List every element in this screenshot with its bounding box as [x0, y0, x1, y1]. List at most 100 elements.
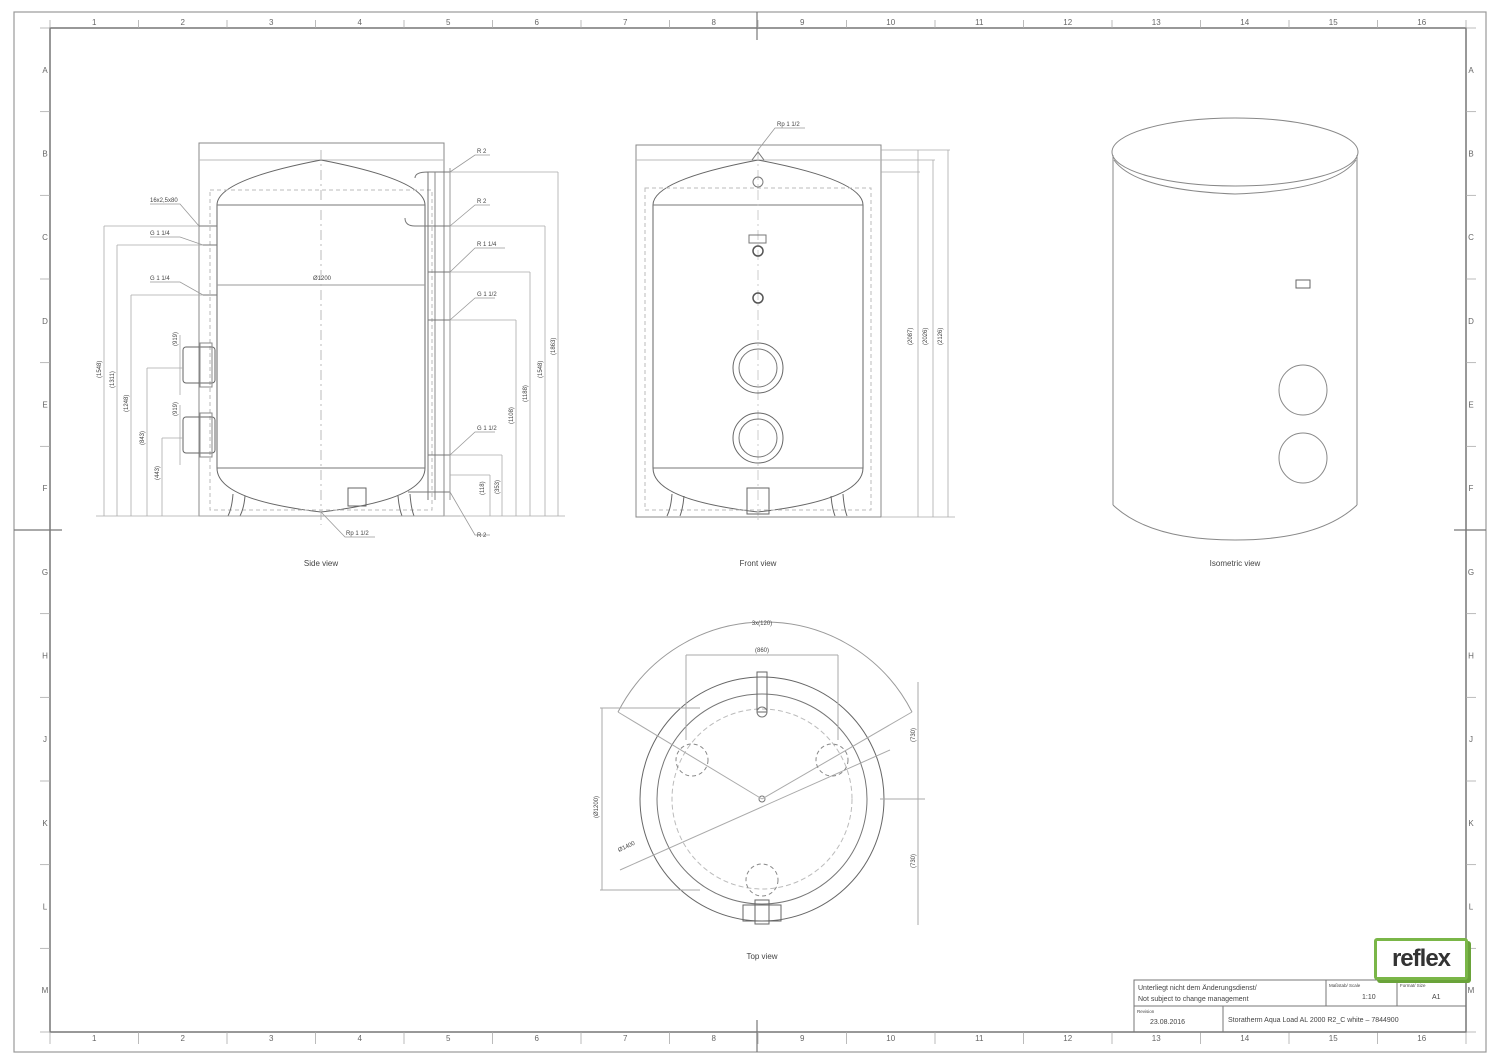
label-g112-upper: G 1 1/2 — [477, 292, 497, 298]
dim-right-1: (1863) — [551, 338, 557, 355]
grid-row-label: H — [42, 652, 48, 661]
grid-column-label: 12 — [1063, 18, 1072, 27]
outer-border — [13, 11, 1487, 1053]
grid-column-label: 3 — [269, 1034, 274, 1043]
grid-row-label: M — [42, 986, 49, 995]
grid-row-label: K — [1468, 819, 1474, 828]
side-view-caption: Side view — [304, 559, 338, 568]
label-g112-lower: G 1 1/2 — [477, 426, 497, 432]
grid-row-label: A — [1468, 66, 1474, 75]
isometric-view — [1111, 117, 1359, 541]
dim-right-3: (1188) — [523, 385, 529, 402]
grid-column-label: 16 — [1417, 1034, 1426, 1043]
dim-right-6: (353) — [495, 480, 501, 494]
front-view-caption: Front view — [740, 559, 777, 568]
grid-column-label: 7 — [623, 18, 628, 27]
label-flange: 16x2,5x80 — [150, 198, 178, 204]
grid-column-label: 12 — [1063, 1034, 1072, 1043]
grid-row-label: G — [42, 568, 48, 577]
grid-row-label: E — [42, 401, 47, 410]
grid-column-label: 4 — [358, 1034, 363, 1043]
front-view — [635, 127, 955, 520]
grid-column-label: 13 — [1152, 18, 1161, 27]
label-g114-a: G 1 1/4 — [150, 231, 170, 237]
title-block-text: Unterliegt nicht dem Änderungsdienst/ No… — [1137, 983, 1441, 1026]
dim-front-1: (2087) — [908, 328, 914, 345]
label-width: (860) — [755, 648, 769, 654]
grid-row-label: L — [1469, 903, 1474, 912]
grid-column-label: 10 — [886, 1034, 895, 1043]
grid-column-label: 8 — [712, 18, 717, 27]
grid-row-label: G — [1468, 568, 1474, 577]
grid-row-label: J — [1469, 735, 1473, 744]
format-value: A1 — [1432, 994, 1441, 1001]
isometric-view-caption: Isometric view — [1210, 559, 1261, 568]
reflex-logo: reflex — [1374, 938, 1468, 980]
grid-column-label: 14 — [1240, 1034, 1249, 1043]
grid-labels: 1122334455667788991010111112121313141415… — [42, 18, 1475, 1043]
grid-column-label: 8 — [712, 1034, 717, 1043]
grid-row-label: F — [43, 484, 48, 493]
dim-left-1: (1548) — [97, 361, 103, 378]
grid-row-label: J — [43, 735, 47, 744]
dim-right-4: (1108) — [509, 407, 515, 424]
label-front-top-conn: Rp 1 1/2 — [777, 122, 800, 128]
grid-column-label: 3 — [269, 18, 274, 27]
grid-row-label: B — [1468, 150, 1473, 159]
dim-right-2: (1548) — [538, 361, 544, 378]
label-angle: 3x(120) — [752, 621, 772, 627]
format-label: Format/ Size — [1400, 983, 1426, 988]
grid-row-label: E — [1468, 401, 1473, 410]
grid-column-label: 7 — [623, 1034, 628, 1043]
label-r2-bottom: R 2 — [477, 533, 487, 539]
grid-row-label: H — [1468, 652, 1474, 661]
label-dia1: Ø1400 — [617, 840, 636, 853]
label-r114: R 1 1/4 — [477, 242, 497, 248]
note-de: Unterliegt nicht dem Änderungsdienst/ — [1138, 984, 1257, 992]
dim-left-2: (1311) — [110, 371, 116, 388]
grid-column-label: 11 — [975, 18, 984, 27]
top-view — [600, 621, 925, 925]
dim-flange-1: (919) — [173, 332, 179, 346]
grid-column-label: 1 — [92, 18, 97, 27]
label-r2: (730) — [911, 854, 917, 868]
dim-right-5: (118) — [480, 481, 486, 495]
label-bottom-conn: Rp 1 1/2 — [346, 531, 369, 537]
scale-label: Maßstab/ Scale — [1329, 983, 1361, 988]
scale-value: 1:10 — [1362, 994, 1376, 1001]
grid-row-label: B — [42, 150, 47, 159]
grid-column-label: 6 — [535, 18, 540, 27]
center-marks — [14, 12, 1486, 1052]
title-block — [1133, 979, 1467, 1033]
note-en: Not subject to change management — [1138, 996, 1249, 1003]
grid-row-label: A — [42, 66, 48, 75]
grid-row-label: D — [42, 317, 48, 326]
drawing-description: Storatherm Aqua Load AL 2000 R2_C white … — [1228, 1017, 1399, 1024]
grid-column-label: 11 — [975, 1034, 984, 1043]
grid-column-label: 16 — [1417, 18, 1426, 27]
logo-text: reflex — [1391, 945, 1451, 972]
grid-column-label: 5 — [446, 18, 451, 27]
top-view-caption: Top view — [746, 952, 777, 961]
dim-left-5: (443) — [155, 466, 161, 480]
grid-column-label: 2 — [181, 1034, 186, 1043]
revision-date: 23.08.2016 — [1150, 1019, 1185, 1026]
grid-column-label: 1 — [92, 1034, 97, 1043]
grid-row-label: M — [1468, 986, 1475, 995]
grid-column-label: 13 — [1152, 1034, 1161, 1043]
grid-column-label: 9 — [800, 1034, 805, 1043]
grid-row-label: F — [1469, 484, 1474, 493]
dim-left-3: (1248) — [124, 395, 130, 412]
label-diameter: Ø1200 — [313, 276, 332, 282]
grid-row-label: K — [42, 819, 48, 828]
grid-column-label: 15 — [1329, 1034, 1338, 1043]
dim-front-2: (2026) — [923, 328, 929, 345]
label-g114-b: G 1 1/4 — [150, 276, 170, 282]
grid-marks — [40, 20, 1476, 1044]
grid-column-label: 15 — [1329, 18, 1338, 27]
label-dia2: (Ø1200) — [594, 796, 600, 818]
grid-column-label: 14 — [1240, 18, 1249, 27]
grid-row-label: C — [1468, 233, 1474, 242]
grid-column-label: 5 — [446, 1034, 451, 1043]
grid-row-label: D — [1468, 317, 1474, 326]
